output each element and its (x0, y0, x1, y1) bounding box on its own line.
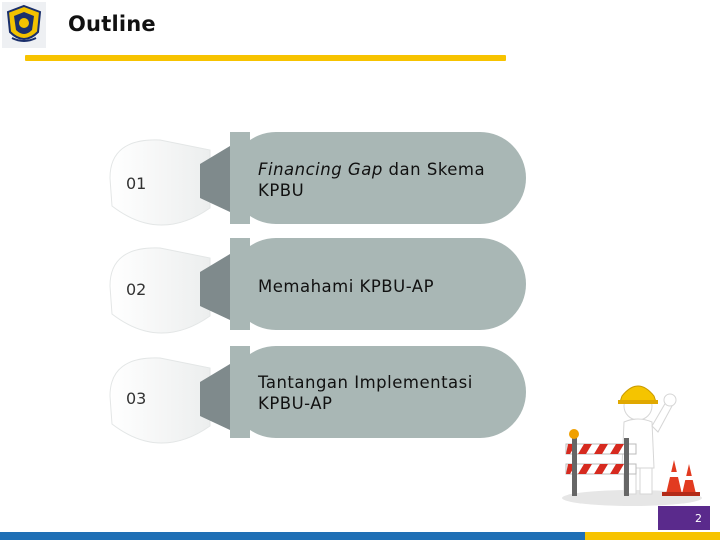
outline-item-01: 01 Financing Gap dan Skema KPBU (100, 128, 530, 228)
item-label-rest: Tantangan Implementasi KPBU-AP (258, 373, 473, 413)
title-underline (25, 55, 506, 61)
outline-item-03: 03 Tantangan Implementasi KPBU-AP (100, 346, 530, 446)
item-label-rest: Memahami KPBU-AP (258, 277, 435, 296)
construction-worker-icon (558, 372, 706, 508)
footer-bar-yellow (585, 532, 720, 540)
item-label: Financing Gap dan Skema KPBU (258, 159, 508, 201)
footer-bar-blue (0, 532, 585, 540)
ministry-logo-icon (2, 2, 46, 48)
item-number: 03 (126, 389, 147, 408)
slide-title: Outline (68, 12, 156, 36)
item-number: 02 (126, 280, 147, 299)
item-label: Tantangan Implementasi KPBU-AP (258, 372, 508, 414)
item-label-rest: dan Skema KPBU (258, 160, 486, 200)
item-label: Memahami KPBU-AP (258, 276, 508, 297)
page-number-badge: 2 (658, 506, 710, 530)
item-label-italic: Financing Gap (258, 160, 383, 179)
outline-item-02: 02 Memahami KPBU-AP (100, 236, 530, 336)
item-number: 01 (126, 174, 147, 193)
